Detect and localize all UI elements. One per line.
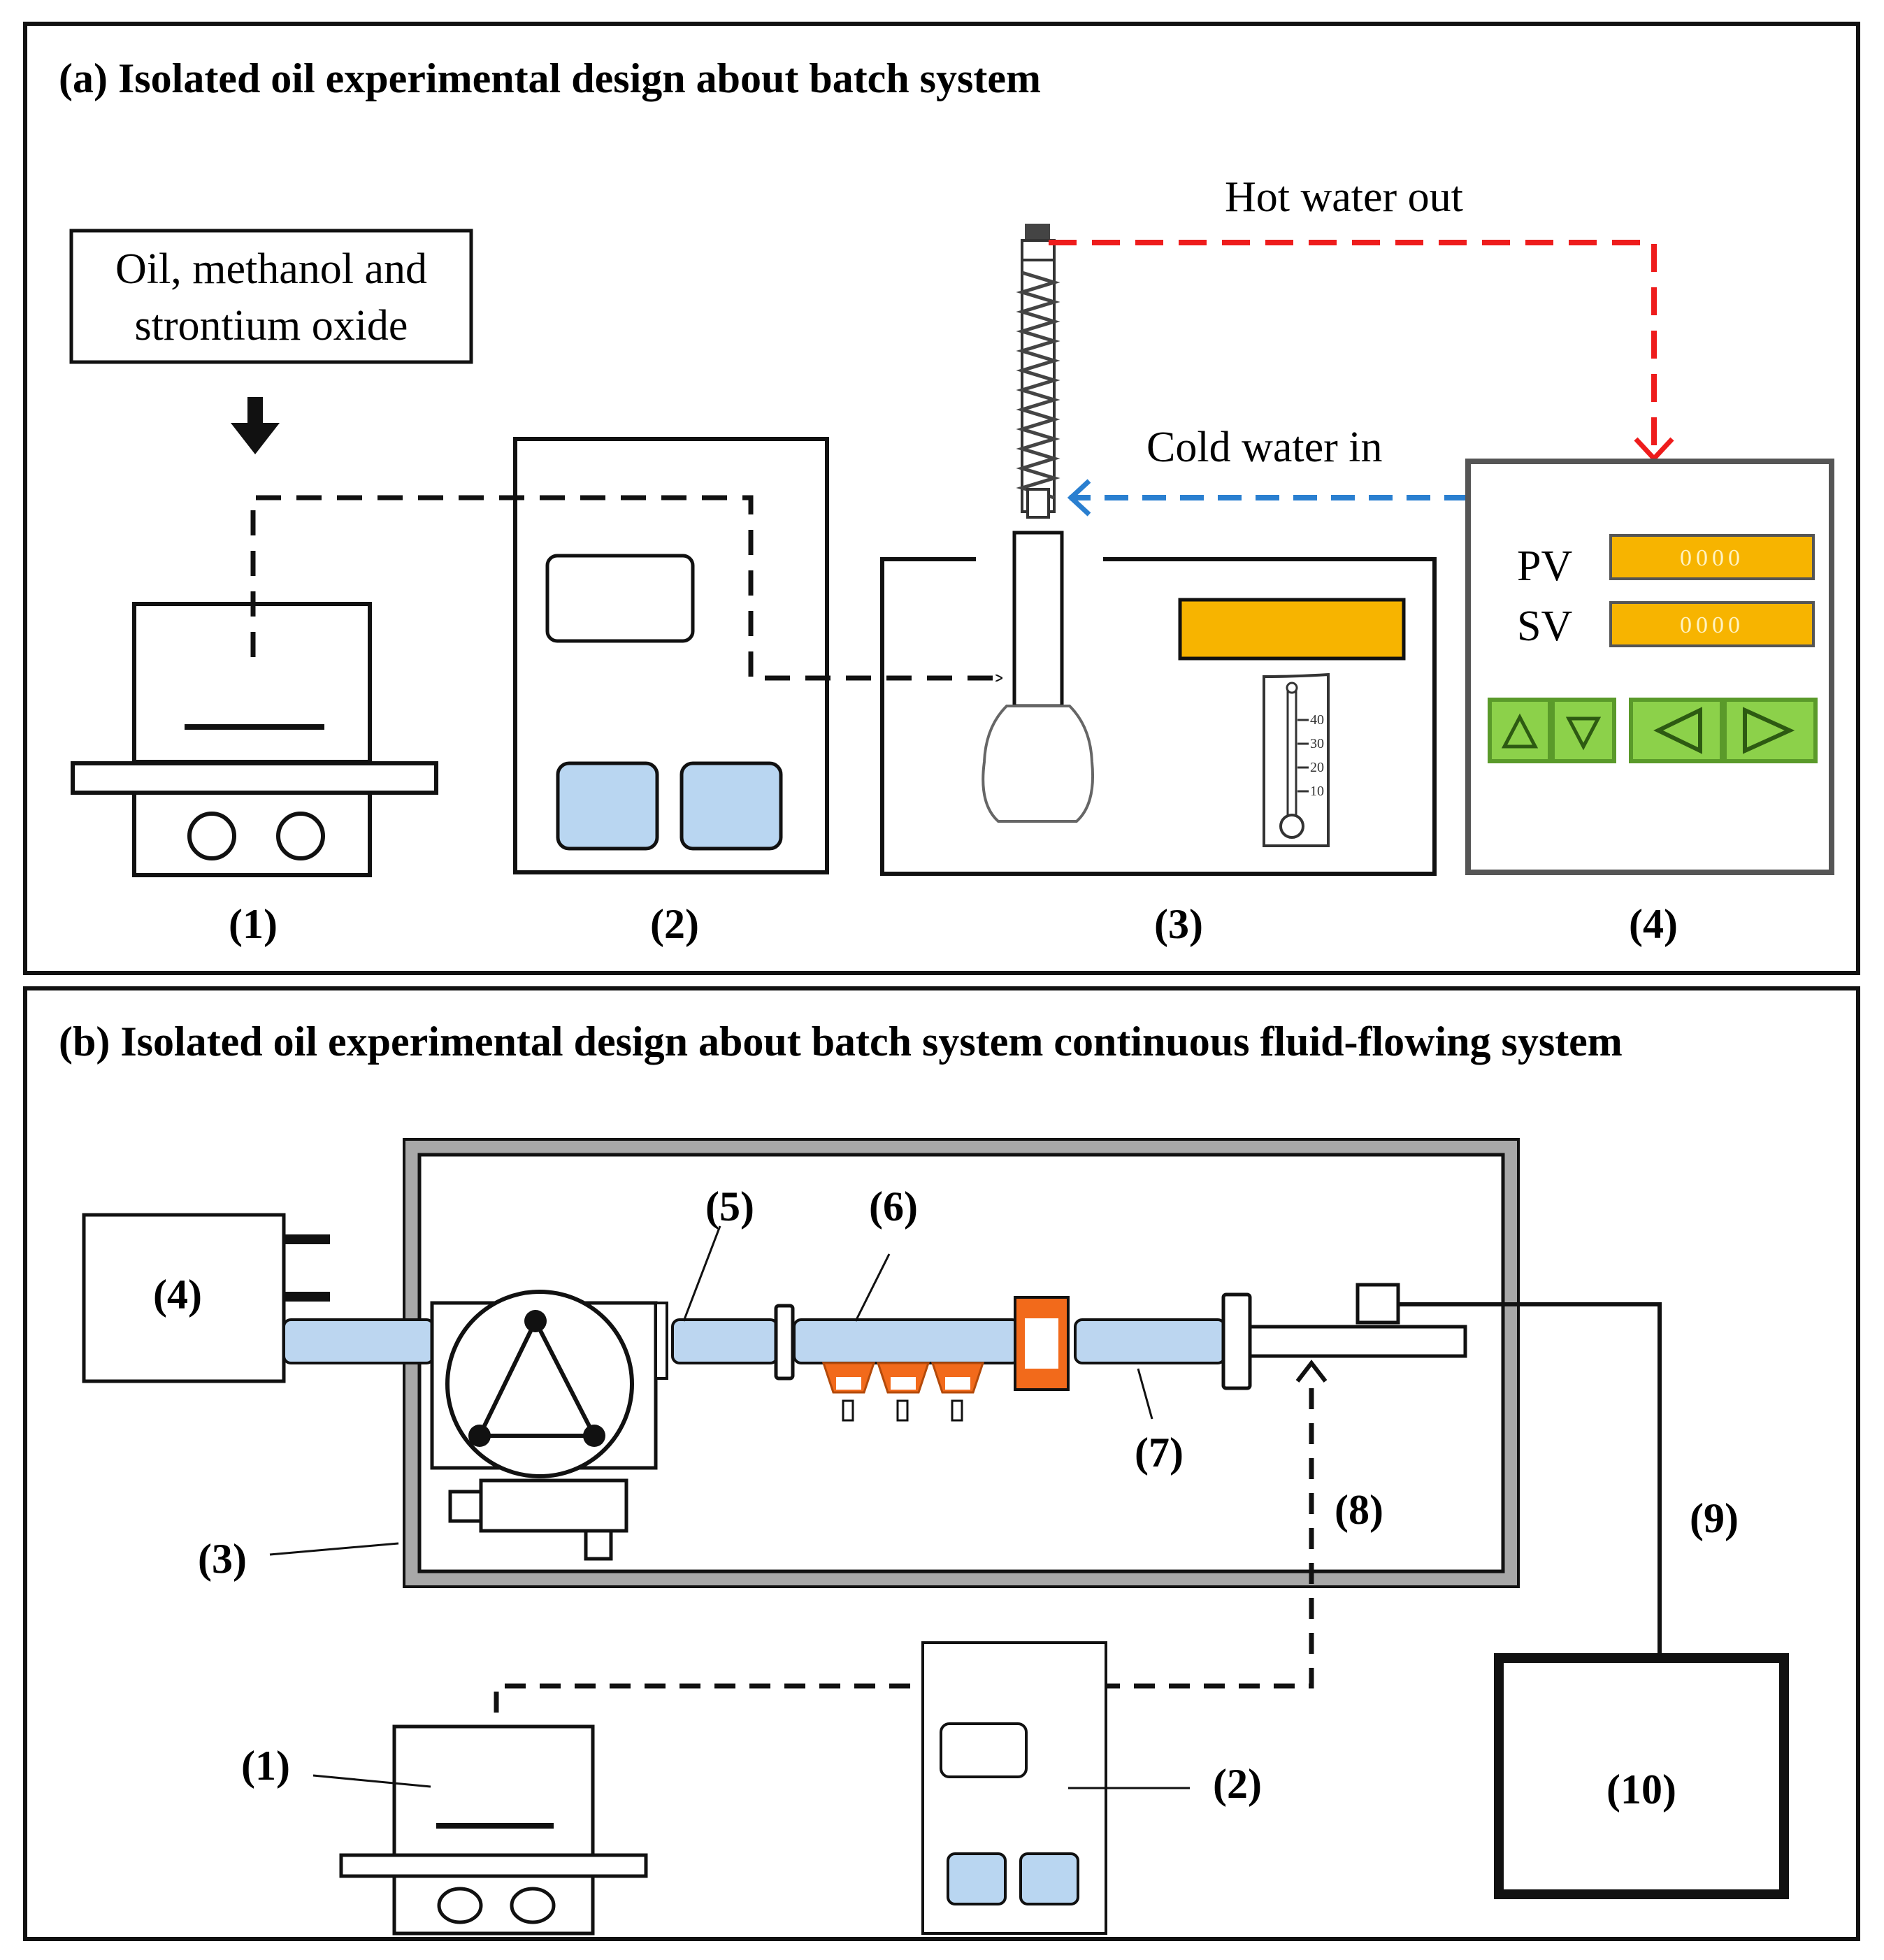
label-2: (2) [1213, 1761, 1262, 1807]
hot-water-label: Hot water out [1225, 173, 1463, 221]
controller-sv-label: SV [1517, 603, 1572, 650]
unit-label-2: (2) [650, 901, 699, 947]
supply-unit-b [82, 1213, 330, 1383]
reagent-input-line-2: strontium oxide [135, 302, 408, 350]
bath-display [1178, 598, 1406, 661]
label-4: (4) [153, 1271, 202, 1318]
pipe-section-6 [793, 1318, 1021, 1364]
feed-dashed-line [250, 495, 1001, 678]
pipe-inlet [282, 1318, 435, 1364]
orange-union-window [1025, 1318, 1058, 1369]
label-6: (6) [869, 1183, 918, 1230]
sv-display-value: 0000 [1680, 612, 1744, 638]
unit-label-3: (3) [1154, 901, 1203, 947]
pump-display [545, 554, 695, 643]
sv-display [1609, 601, 1815, 647]
pv-display [1609, 534, 1815, 580]
leader-line [312, 1774, 431, 1788]
outlet-port [1356, 1283, 1400, 1325]
left-key [1633, 702, 1720, 759]
controller-pv-label: PV [1517, 542, 1572, 590]
pump-button [679, 761, 783, 851]
feed-up-arrow-icon [1295, 1360, 1328, 1383]
cold-water-arrow-icon [1067, 479, 1091, 517]
thermo-tick-40: 40 [1310, 712, 1324, 728]
orange-nozzle-icon [876, 1362, 930, 1422]
feed-dashed-line-b [494, 1376, 1314, 1748]
left-triangle-icon [1653, 707, 1702, 754]
up-key [1492, 702, 1548, 759]
pipe-section-7 [1074, 1318, 1226, 1364]
reactor-bath-a: 40 30 20 10 [880, 557, 1437, 876]
pipe-section-5 [671, 1318, 779, 1364]
pump-button [556, 761, 659, 851]
knob-icon [510, 1887, 556, 1924]
feed-down-arrow-icon [231, 397, 280, 454]
unit-label-4: (4) [1629, 901, 1678, 947]
label-3: (3) [198, 1536, 247, 1582]
pipe-flange [1221, 1292, 1252, 1390]
controller-keypad [1488, 698, 1818, 763]
panel-a: (a) Isolated oil experimental design abo… [23, 22, 1860, 975]
peristaltic-pump [430, 1290, 668, 1561]
hot-water-line [1049, 240, 1657, 453]
reagent-input-box: Oil, methanol and strontium oxide [69, 229, 473, 364]
thermometer-icon: 40 30 20 10 [1263, 672, 1330, 847]
orange-nozzle-icon [821, 1362, 876, 1422]
label-9: (9) [1690, 1495, 1739, 1541]
label-5: (5) [705, 1183, 754, 1230]
up-triangle-icon [1501, 713, 1539, 749]
thermo-tick-10: 10 [1310, 784, 1324, 799]
leader-line [1137, 1368, 1153, 1420]
pipe-flange [774, 1304, 795, 1381]
panel-a-border [23, 22, 1860, 975]
outlet-tube [1248, 1325, 1467, 1358]
panel-b: (b) Isolated oil experimental design abo… [23, 986, 1860, 1941]
unit-label-1: (1) [229, 901, 278, 947]
panel-b-border [23, 986, 1860, 1941]
right-triangle-icon [1743, 707, 1795, 754]
leader-line [269, 1542, 399, 1556]
thermo-tick-30: 30 [1310, 736, 1324, 751]
cold-water-label: Cold water in [1146, 424, 1383, 471]
label-1: (1) [241, 1743, 290, 1789]
temperature-controller-a: PV SV 0000 0000 [1465, 459, 1834, 875]
panel-b-title: (b) Isolated oil experimental design abo… [59, 1018, 1623, 1065]
label-7: (7) [1135, 1429, 1184, 1476]
label-8: (8) [1335, 1487, 1383, 1533]
product-line [1398, 1302, 1662, 1713]
collector-vessel [1494, 1653, 1789, 1899]
label-10: (10) [1606, 1766, 1676, 1813]
down-triangle-icon [1565, 716, 1602, 751]
reagent-input-line-1: Oil, methanol and [115, 245, 427, 293]
leader-line [854, 1253, 891, 1322]
down-key [1555, 702, 1612, 759]
leader-line [682, 1225, 721, 1322]
orange-nozzle-icon [930, 1362, 985, 1422]
panel-a-title: (a) Isolated oil experimental design abo… [59, 55, 1041, 101]
pump-unit-a [513, 437, 829, 874]
condenser-flask-icon [981, 224, 1095, 823]
pv-display-value: 0000 [1680, 545, 1744, 571]
hotplate-stirrer-a [71, 602, 438, 877]
knob-icon [437, 1887, 483, 1924]
right-key [1727, 702, 1813, 759]
knob-icon [187, 812, 236, 860]
knob-icon [276, 812, 325, 860]
hotplate-stirrer-b [339, 1724, 648, 1936]
thermo-tick-20: 20 [1310, 760, 1324, 775]
